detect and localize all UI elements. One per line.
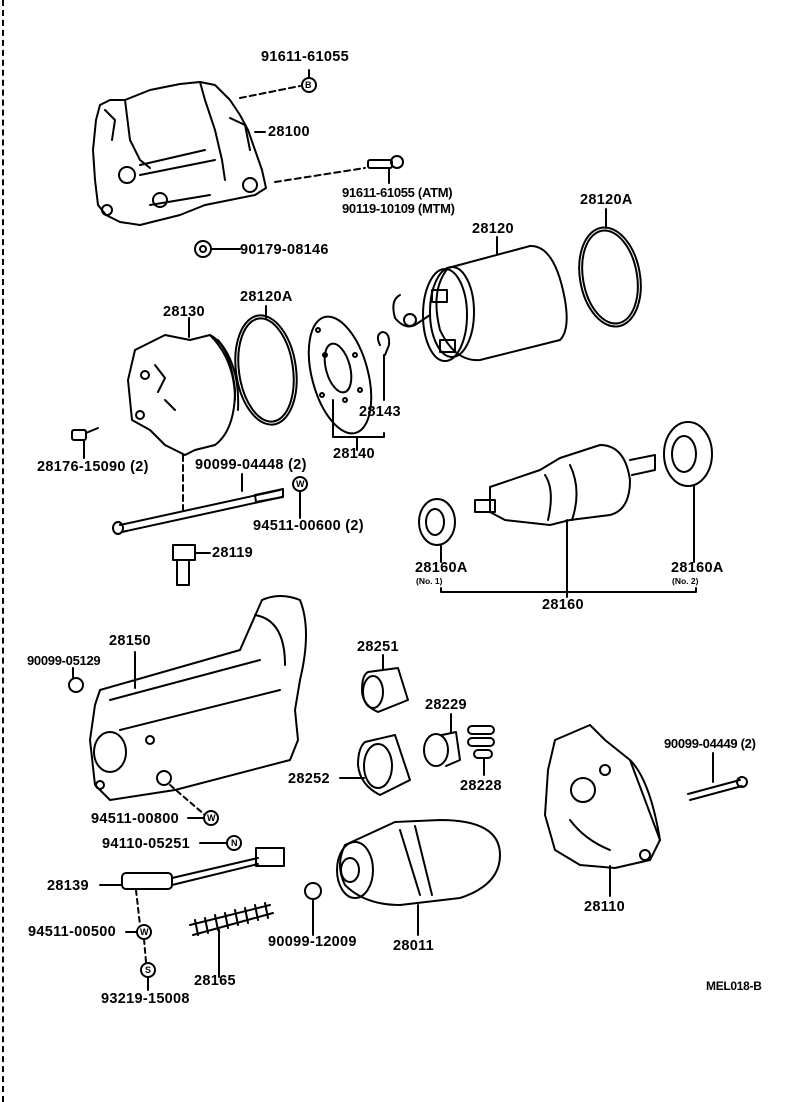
part-label-91611-61055-atm[interactable]: 91611-61055 (ATM) bbox=[342, 185, 453, 200]
gear-28252-drawing[interactable] bbox=[339, 734, 411, 796]
part-label-90179-08146[interactable]: 90179-08146 bbox=[240, 242, 329, 258]
part-label-28120A-right[interactable]: 28120A bbox=[580, 192, 633, 208]
bolt-head-icon bbox=[156, 770, 172, 786]
part-label-90099-05129[interactable]: 90099-05129 bbox=[27, 653, 101, 668]
part-label-90099-04448[interactable]: 90099-04448 (2) bbox=[195, 457, 307, 473]
part-label-28176-15090[interactable]: 28176-15090 (2) bbox=[37, 459, 149, 475]
part-label-28160A-no2[interactable]: 28160A bbox=[671, 560, 724, 576]
spring-drawing[interactable] bbox=[189, 902, 274, 978]
leader-dashed bbox=[143, 938, 147, 963]
drive-housing-drawing[interactable] bbox=[544, 724, 661, 897]
end-frame-drawing[interactable] bbox=[127, 317, 240, 456]
leader-dashed bbox=[274, 167, 366, 183]
starter-clutch-drawing[interactable] bbox=[336, 819, 501, 936]
part-label-94511-00800[interactable]: 94511-00800 bbox=[91, 811, 179, 827]
bearing-no2-drawing[interactable] bbox=[663, 421, 713, 563]
nut-icon bbox=[194, 240, 241, 258]
bearing-no1-drawing[interactable] bbox=[418, 498, 456, 563]
part-label-94511-00600[interactable]: 94511-00600 (2) bbox=[253, 518, 364, 534]
part-note-no1: (No. 1) bbox=[416, 576, 443, 586]
page-edge-dashed-border bbox=[2, 0, 4, 1102]
symbol-letter: W bbox=[207, 813, 216, 823]
brush-spring-drawing[interactable] bbox=[376, 331, 391, 401]
part-label-94110-05251[interactable]: 94110-05251 bbox=[102, 836, 190, 852]
starter-assembly-drawing[interactable] bbox=[92, 81, 267, 226]
bolt-icon bbox=[687, 752, 748, 801]
part-label-28160A-no1[interactable]: 28160A bbox=[415, 560, 468, 576]
part-label-28110[interactable]: 28110 bbox=[584, 899, 626, 915]
o-ring-left-drawing[interactable] bbox=[229, 305, 304, 429]
screw-icon bbox=[71, 427, 99, 459]
part-label-90099-12009[interactable]: 90099-12009 bbox=[268, 934, 357, 950]
part-label-28139[interactable]: 28139 bbox=[47, 878, 89, 894]
part-label-91611-61055[interactable]: 91611-61055 bbox=[261, 49, 349, 65]
field-frame-drawing[interactable] bbox=[392, 236, 568, 362]
cap-icon bbox=[68, 667, 84, 693]
symbol-s-icon bbox=[140, 962, 156, 991]
diagram-reference-code: MEL018-B bbox=[706, 979, 762, 993]
part-label-28160[interactable]: 28160 bbox=[542, 597, 584, 613]
leader-dashed bbox=[239, 85, 301, 99]
part-label-28100[interactable]: 28100 bbox=[268, 124, 310, 140]
bearing-28229-drawing[interactable] bbox=[423, 713, 461, 767]
bolt-icon bbox=[367, 155, 404, 184]
part-label-28252[interactable]: 28252 bbox=[288, 771, 330, 787]
part-label-94511-00500[interactable]: 94511-00500 bbox=[28, 924, 116, 940]
brush-holder-drawing[interactable] bbox=[297, 310, 382, 440]
symbol-letter: W bbox=[296, 479, 305, 489]
leader-dashed bbox=[135, 889, 141, 926]
part-label-28229[interactable]: 28229 bbox=[425, 697, 467, 713]
steel-ball-drawing[interactable] bbox=[304, 882, 322, 936]
part-note-no2: (No. 2) bbox=[672, 576, 699, 586]
symbol-w-icon bbox=[292, 476, 308, 519]
leader-dashed bbox=[169, 784, 206, 816]
symbol-w-icon bbox=[187, 810, 219, 826]
part-label-28120A-left[interactable]: 28120A bbox=[240, 289, 293, 305]
rollers-28228-drawing[interactable] bbox=[467, 725, 495, 776]
part-label-28228[interactable]: 28228 bbox=[460, 778, 502, 794]
part-label-90099-04449[interactable]: 90099-04449 (2) bbox=[664, 736, 756, 751]
part-label-28165[interactable]: 28165 bbox=[194, 973, 236, 989]
armature-drawing[interactable] bbox=[474, 444, 656, 526]
part-label-28150[interactable]: 28150 bbox=[109, 633, 151, 649]
yoke-housing-drawing[interactable] bbox=[89, 595, 307, 801]
lead-wire-drawing[interactable] bbox=[99, 847, 285, 890]
part-label-28140[interactable]: 28140 bbox=[333, 446, 375, 462]
part-label-28130[interactable]: 28130 bbox=[163, 304, 205, 320]
part-label-28251[interactable]: 28251 bbox=[357, 639, 399, 655]
symbol-letter: N bbox=[231, 838, 238, 848]
bracket-leader bbox=[440, 587, 697, 593]
symbol-letter: B bbox=[305, 80, 312, 90]
symbol-letter: S bbox=[145, 965, 152, 975]
bracket-leader bbox=[332, 399, 385, 438]
through-bolt-drawing[interactable] bbox=[112, 473, 284, 535]
symbol-n-icon bbox=[199, 835, 242, 851]
part-label-90119-10109-mtm[interactable]: 90119-10109 (MTM) bbox=[342, 201, 455, 216]
part-label-93219-15008[interactable]: 93219-15008 bbox=[101, 991, 190, 1007]
part-label-28119[interactable]: 28119 bbox=[212, 545, 254, 561]
part-label-28011[interactable]: 28011 bbox=[393, 938, 435, 954]
stud-bolt-icon bbox=[172, 544, 211, 586]
symbol-b-icon bbox=[301, 69, 317, 93]
part-label-28120[interactable]: 28120 bbox=[472, 221, 514, 237]
o-ring-right-drawing[interactable] bbox=[572, 208, 648, 331]
idler-gear-drawing[interactable] bbox=[361, 654, 409, 713]
symbol-letter: W bbox=[140, 927, 149, 937]
part-label-28143[interactable]: 28143 bbox=[359, 404, 401, 420]
